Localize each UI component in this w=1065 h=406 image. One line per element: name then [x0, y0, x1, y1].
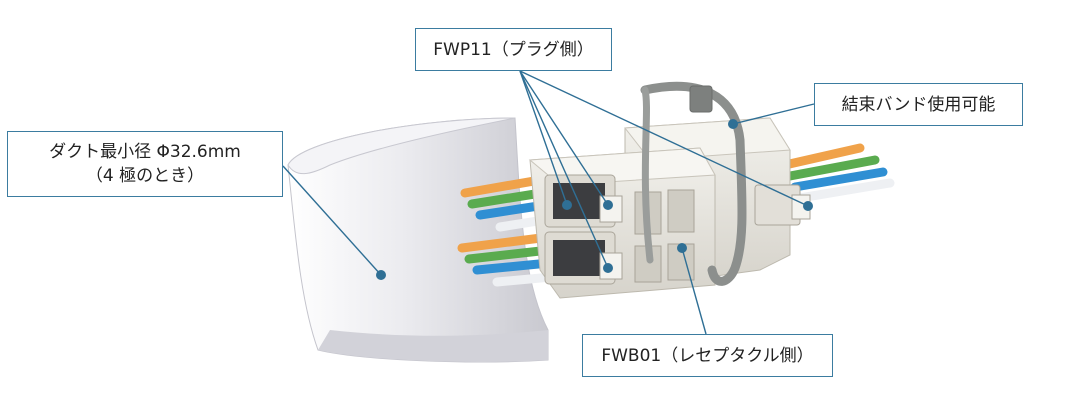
plug-callout: FWP11（プラグ側） — [415, 28, 612, 71]
duct-diameter-callout: ダクト最小径 Φ32.6mm （4 極のとき） — [7, 131, 283, 197]
plug-label: FWP11（プラグ側） — [433, 40, 594, 60]
cable-tie — [640, 81, 747, 286]
plug-right — [754, 184, 811, 226]
right-wires — [780, 143, 895, 203]
plug-lower — [544, 231, 623, 285]
leader-dots — [376, 119, 813, 280]
cable-tie-label: 結束バンド使用可能 — [841, 95, 996, 115]
duct-diameter-text: ダクト最小径 Φ32.6mm — [49, 142, 241, 162]
duct — [287, 117, 549, 363]
receptacle-label: FWB01（レセプタクル側） — [601, 346, 814, 366]
duct-pole-note: （4 極のとき） — [85, 166, 205, 186]
leader-lines — [282, 70, 815, 335]
cable-tie-callout: 結束バンド使用可能 — [814, 83, 1023, 126]
connector-assembly — [528, 117, 811, 299]
receptacle-callout: FWB01（レセプタクル側） — [582, 334, 833, 377]
